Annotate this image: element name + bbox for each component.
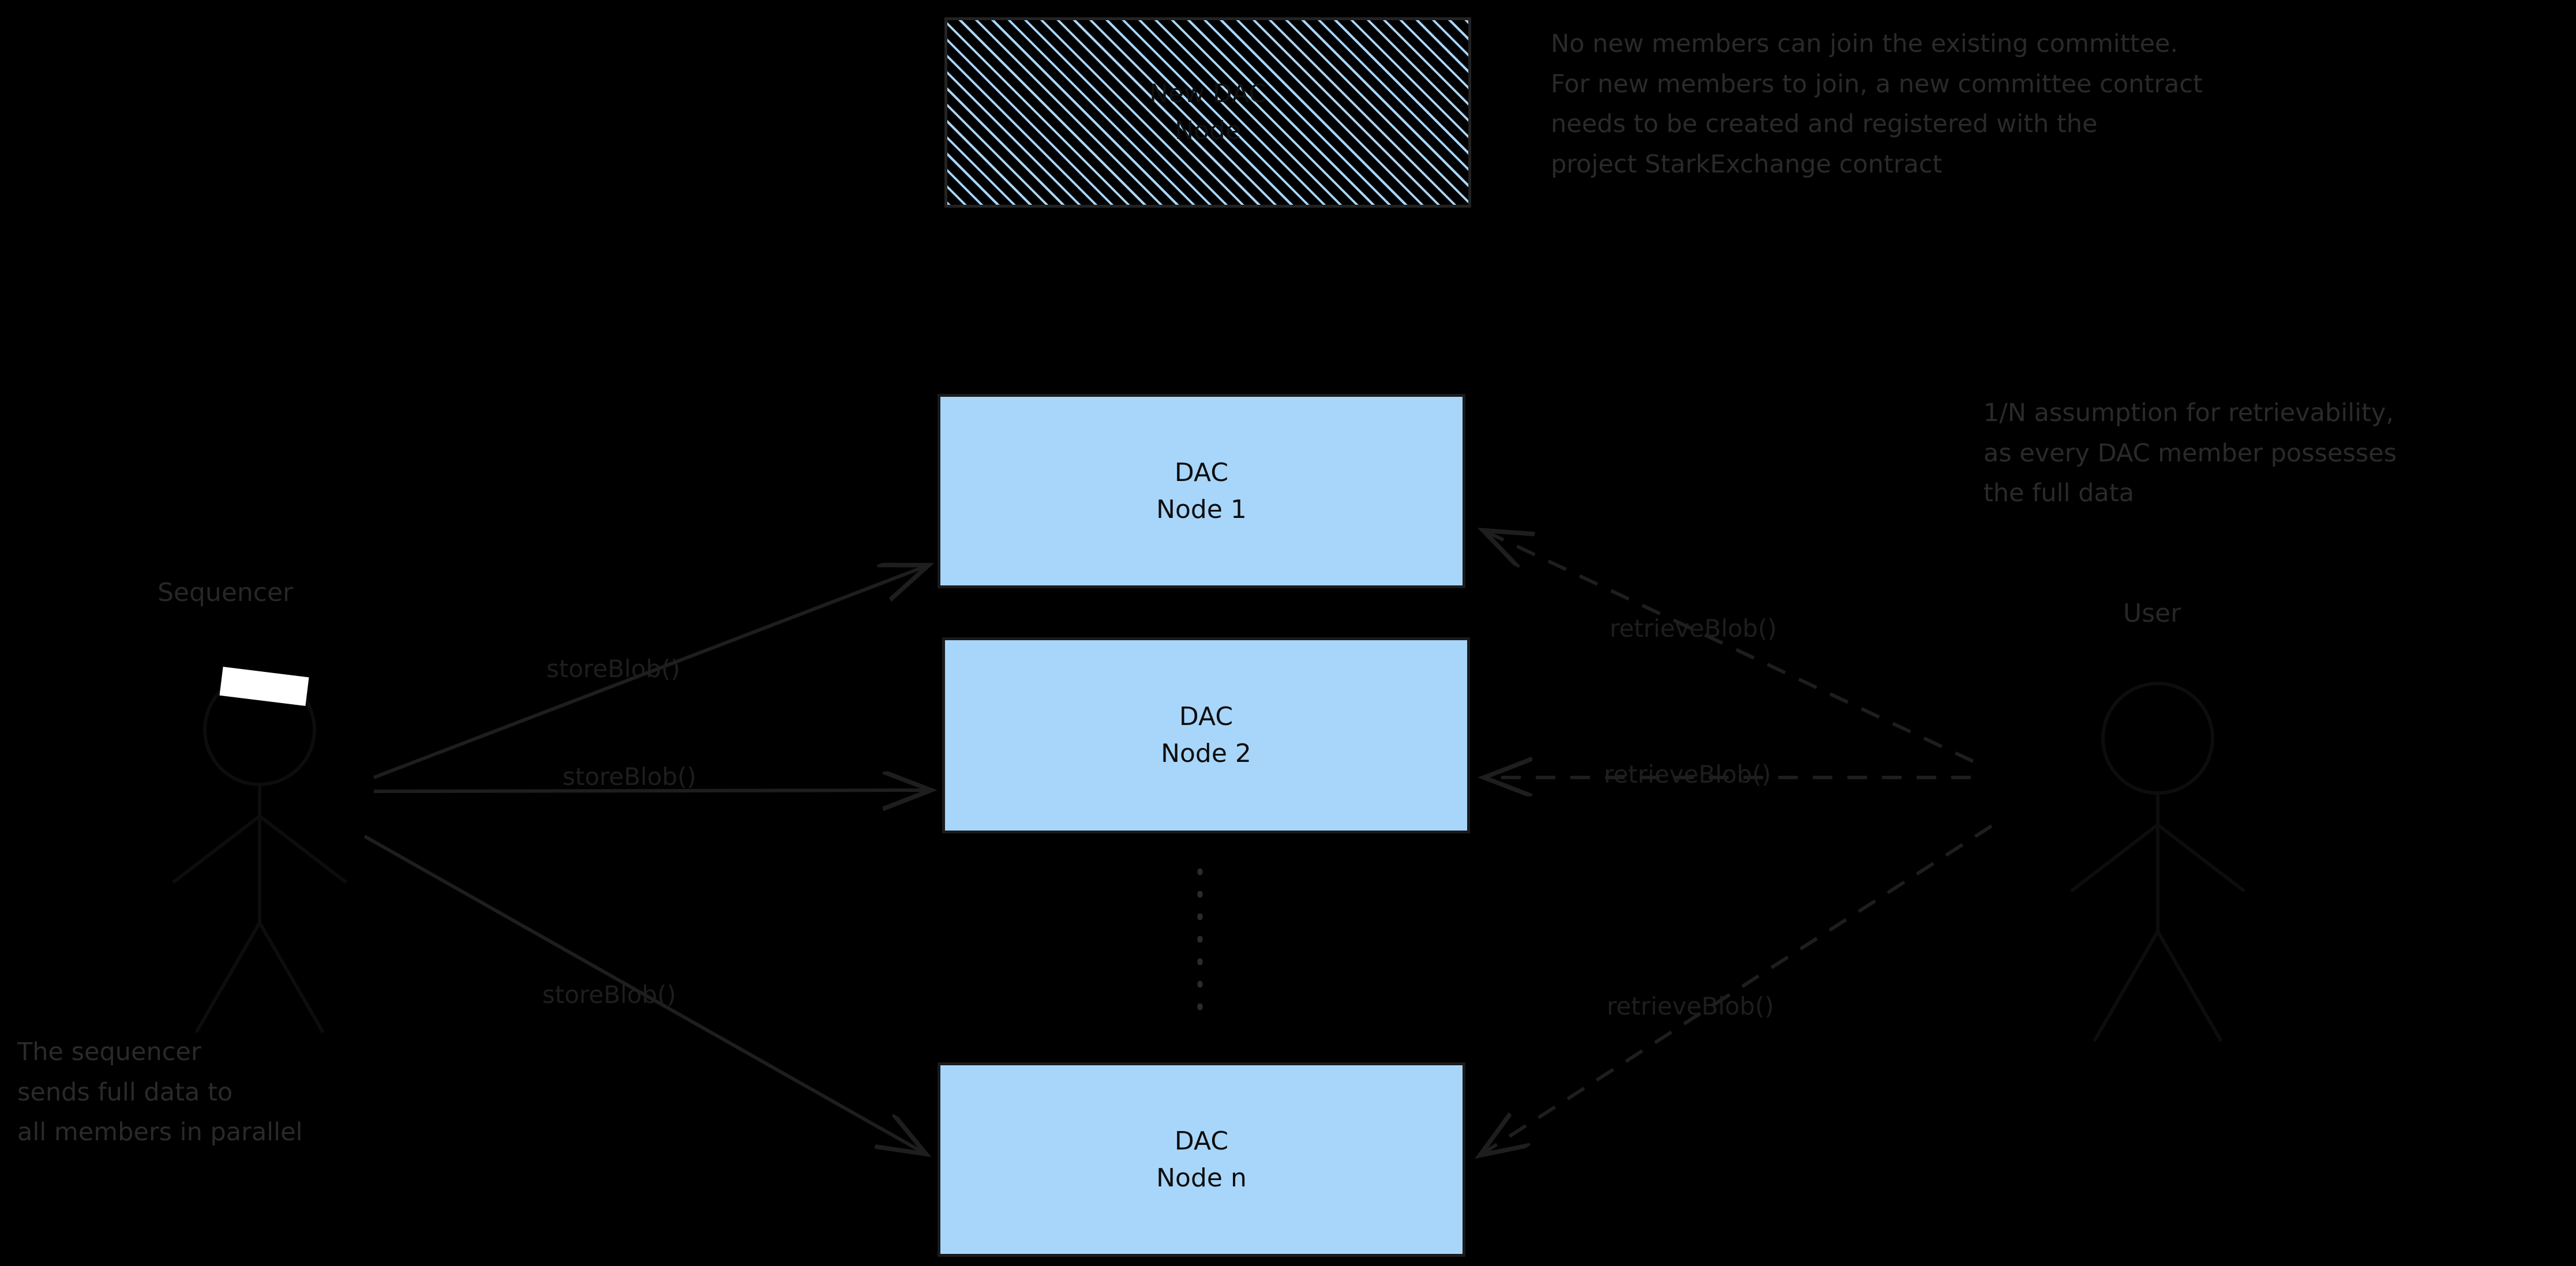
edge-retrieve-noden	[1483, 824, 1993, 1154]
new-dac-node-box[interactable]: New DAC Node	[944, 17, 1471, 208]
selection-highlight-rect[interactable]	[219, 667, 309, 706]
user-figure	[2070, 682, 2245, 1042]
dac-node-2-line2: Node 2	[1161, 739, 1251, 768]
new-dac-node-line2: Node	[1175, 116, 1241, 145]
edge-label-retrieve-node2: retrieveBlob()	[1604, 760, 1771, 788]
edge-label-store-noden: storeBlob()	[542, 981, 676, 1009]
edge-label-store-node1: storeBlob()	[546, 655, 680, 683]
edge-retrieve-node1	[1486, 532, 1974, 763]
note-committee: No new members can join the existing com…	[1551, 29, 2203, 179]
sequencer-label: Sequencer	[158, 578, 294, 607]
note-sequencer: The sequencer sends full data to all mem…	[17, 1038, 303, 1147]
dac-node-2-box[interactable]: DAC Node 2	[942, 637, 1470, 833]
dac-node-2-line1: DAC	[1179, 702, 1233, 732]
dac-node-1-box[interactable]: DAC Node 1	[938, 394, 1465, 588]
note-retrievability: 1/N assumption for retrievability, as ev…	[1983, 399, 2397, 508]
dac-node-n-line2: Node n	[1156, 1163, 1247, 1193]
dac-node-1-line1: DAC	[1174, 457, 1229, 487]
sequencer-figure	[172, 673, 347, 1034]
edge-label-retrieve-node1: retrieveBlob()	[1610, 614, 1777, 643]
new-dac-node-line1: New DAC	[1149, 79, 1267, 109]
edge-label-store-node2: storeBlob()	[563, 762, 696, 791]
dac-node-n-box[interactable]: DAC Node n	[938, 1062, 1465, 1257]
dac-node-n-line1: DAC	[1174, 1126, 1229, 1156]
edge-label-retrieve-noden: retrieveBlob()	[1607, 992, 1774, 1020]
user-label: User	[2123, 599, 2181, 628]
dac-node-1-line2: Node 1	[1156, 494, 1247, 524]
